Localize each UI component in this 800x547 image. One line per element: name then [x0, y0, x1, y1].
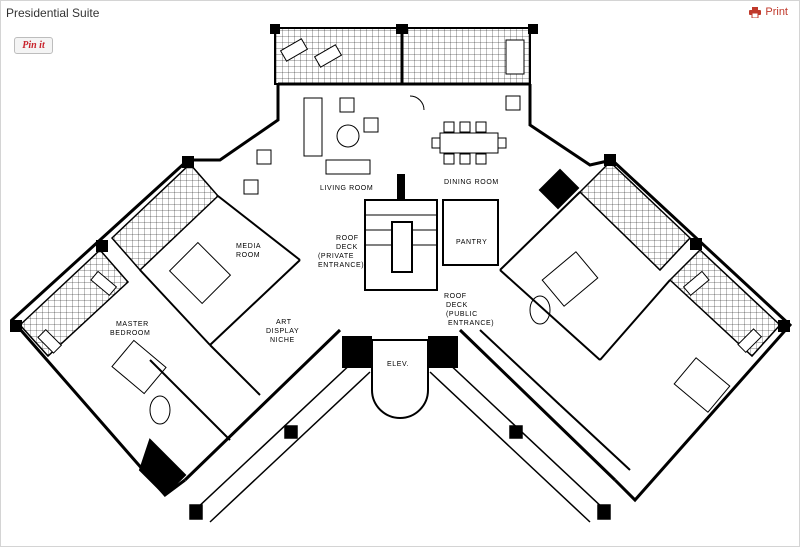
right-wing-balconies [578, 154, 790, 358]
label-roof-public-3: (PUBLIC [446, 311, 478, 318]
label-art-3: NICHE [270, 337, 295, 344]
label-roof-private-1: ROOF [336, 235, 359, 242]
label-living-room: LIVING ROOM [320, 185, 373, 192]
label-master-1: MASTER [116, 321, 149, 328]
top-terrace [270, 24, 538, 85]
label-roof-private-2: DECK [336, 244, 358, 251]
label-dining-room: DINING ROOM [444, 179, 499, 186]
label-roof-public-4: ENTRANCE) [448, 320, 494, 327]
pin-it-button[interactable]: Pin it [14, 37, 53, 54]
label-art-2: DISPLAY [266, 328, 299, 335]
label-art-1: ART [276, 319, 292, 326]
print-button[interactable]: Print [749, 6, 788, 18]
living-dining-furniture [243, 95, 521, 195]
label-master-2: BEDROOM [110, 330, 150, 337]
elevator-lobby [342, 336, 458, 419]
lower-corridors [189, 359, 611, 523]
label-roof-private-4: ENTRANCE) [318, 262, 364, 269]
label-media-1: MEDIA [236, 243, 261, 250]
right-wing-interior [479, 168, 731, 471]
label-roof-public-2: DECK [446, 302, 468, 309]
left-wing-balconies [10, 156, 220, 358]
label-media-2: ROOM [236, 252, 260, 259]
label-elev: ELEV. [387, 361, 409, 368]
label-roof-public-1: ROOF [444, 293, 467, 300]
left-wing-interior [111, 195, 301, 497]
page-title: Presidential Suite [6, 6, 100, 20]
stair-core [364, 174, 499, 291]
printer-icon [749, 6, 762, 18]
outer-walls [9, 82, 793, 503]
label-pantry: PANTRY [456, 239, 487, 246]
room-labels: LIVING ROOM DINING ROOM MEDIA ROOM MASTE… [110, 179, 499, 368]
label-roof-private-3: (PRIVATE [318, 253, 354, 260]
print-label: Print [765, 6, 788, 18]
